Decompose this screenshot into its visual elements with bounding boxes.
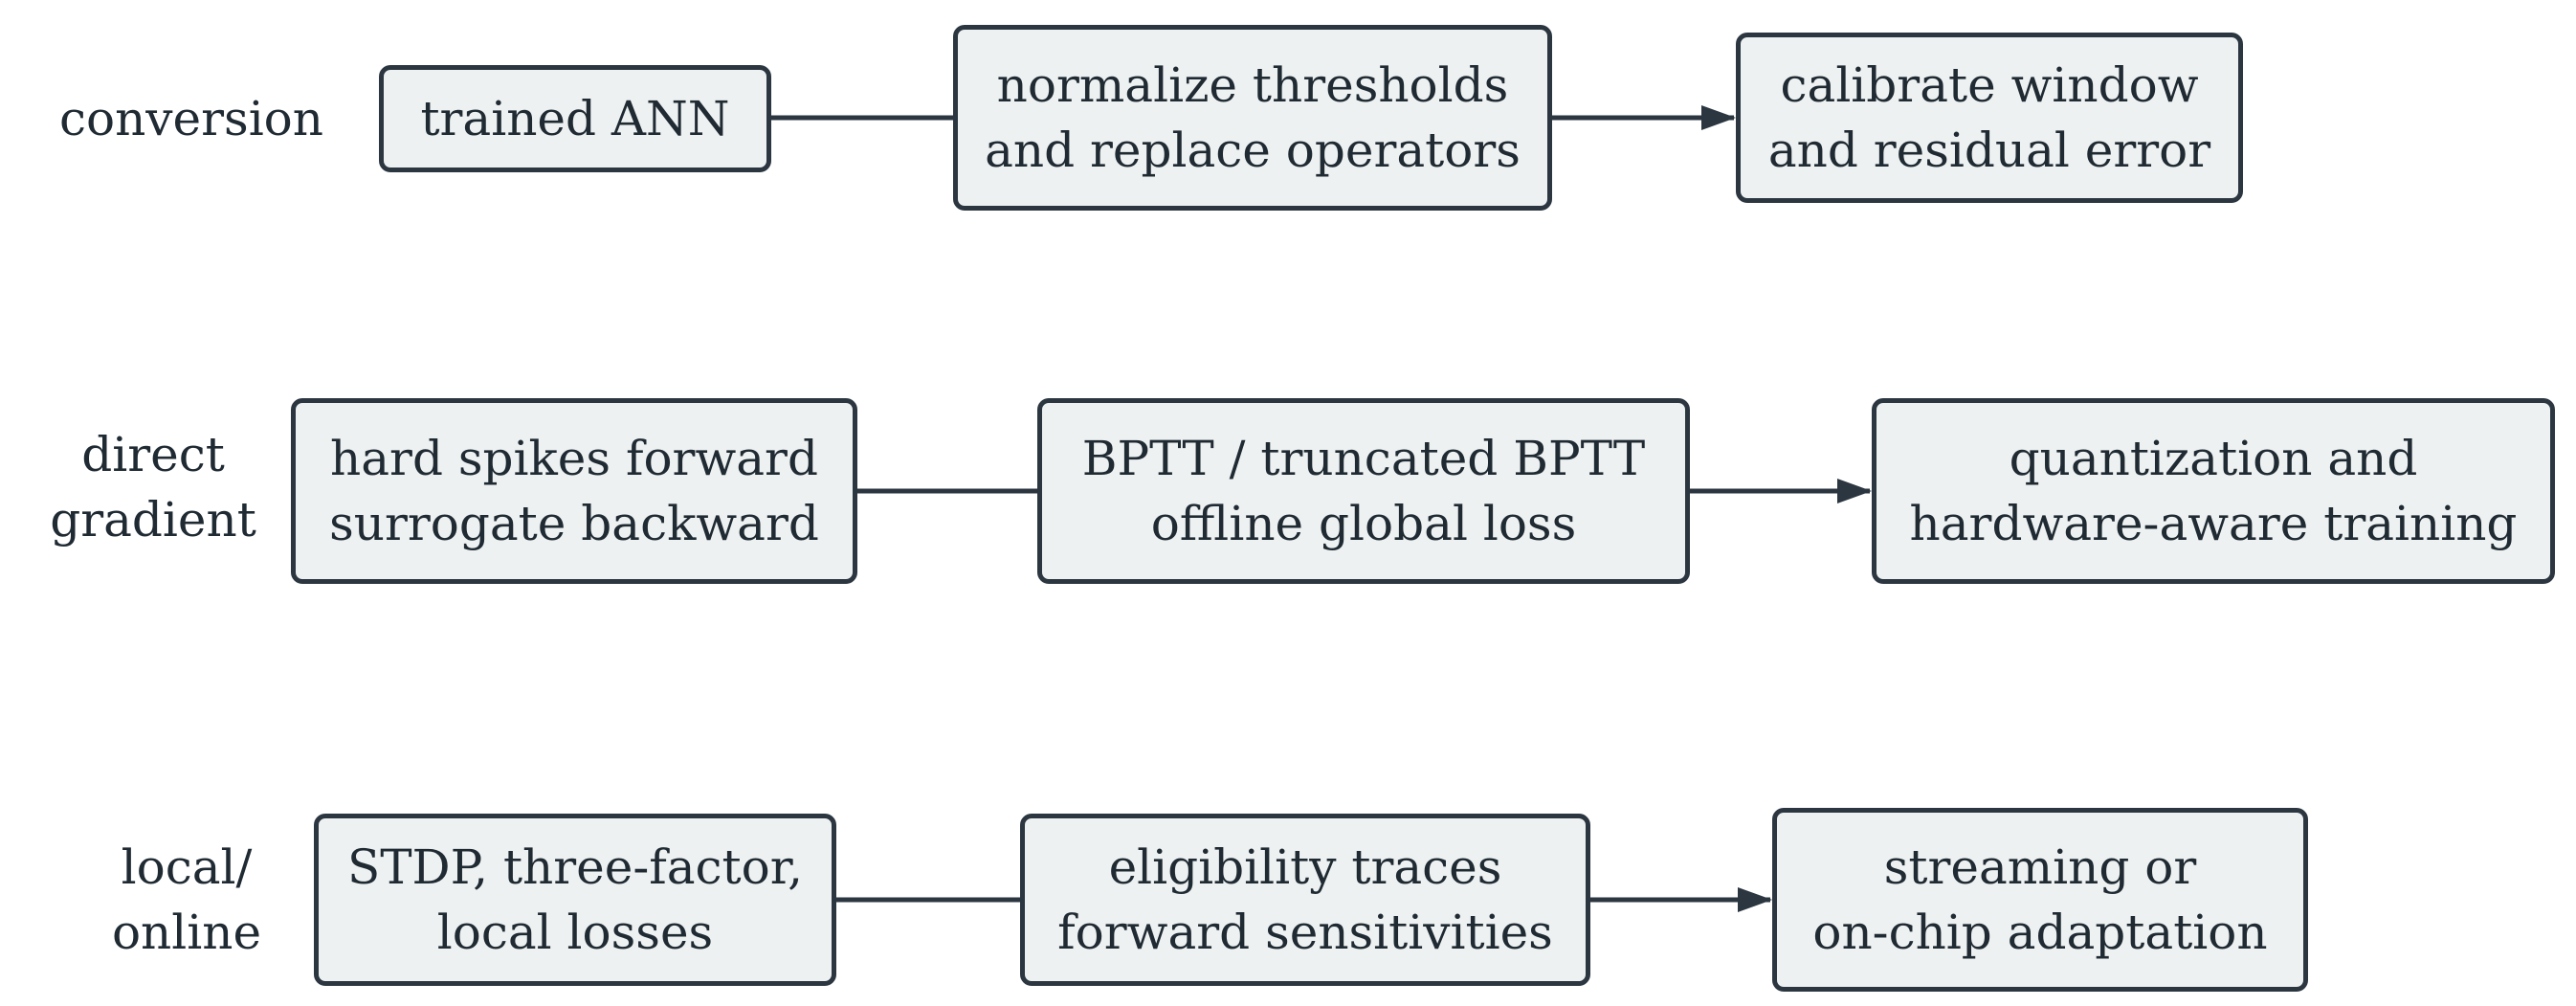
- node-text-line: offline global loss: [1150, 496, 1577, 551]
- row-label-line: conversion: [58, 91, 323, 146]
- node-text-line: BPTT / truncated BPTT: [1081, 431, 1646, 486]
- node-text-line: streaming or: [1883, 839, 2197, 895]
- node-calibrate-window: calibrate window and residual error: [1736, 33, 2243, 203]
- node-text-line: surrogate backward: [329, 496, 819, 551]
- node-text-line: hard spikes forward: [330, 431, 818, 486]
- node-quantization: quantization and hardware-aware training: [1872, 398, 2555, 584]
- row-label-local-online: local/ online: [57, 835, 316, 965]
- node-text-line: calibrate window: [1780, 57, 2199, 113]
- node-eligibility-traces: eligibility traces forward sensitivities: [1020, 814, 1590, 986]
- node-stdp: STDP, three-factor, local losses: [314, 814, 836, 986]
- node-text-line: and residual error: [1767, 123, 2211, 178]
- node-hard-spikes-forward: hard spikes forward surrogate backward: [291, 398, 857, 584]
- row-label-line: direct: [81, 427, 225, 482]
- node-trained-ann: trained ANN: [379, 65, 771, 172]
- row-label-line: local/: [121, 839, 253, 895]
- node-text-line: on-chip adaptation: [1812, 905, 2268, 960]
- node-text-line: trained ANN: [420, 91, 730, 146]
- node-text-line: forward sensitivities: [1057, 905, 1553, 960]
- node-normalize-thresholds: normalize thresholds and replace operato…: [953, 25, 1552, 211]
- row-label-line: gradient: [50, 492, 256, 548]
- node-text-line: quantization and: [2009, 431, 2418, 486]
- node-text-line: STDP, three-factor,: [346, 839, 804, 895]
- node-text-line: hardware-aware training: [1909, 496, 2518, 551]
- node-bptt: BPTT / truncated BPTT offline global los…: [1037, 398, 1690, 584]
- node-text-line: eligibility traces: [1108, 839, 1502, 895]
- node-text-line: and replace operators: [985, 123, 1521, 178]
- row-label-direct-gradient: direct gradient: [19, 422, 287, 552]
- node-text-line: normalize thresholds: [996, 57, 1509, 113]
- row-label-line: online: [111, 905, 262, 960]
- node-text-line: local losses: [436, 905, 714, 960]
- node-streaming: streaming or on-chip adaptation: [1772, 808, 2308, 992]
- row-label-conversion: conversion: [38, 86, 344, 151]
